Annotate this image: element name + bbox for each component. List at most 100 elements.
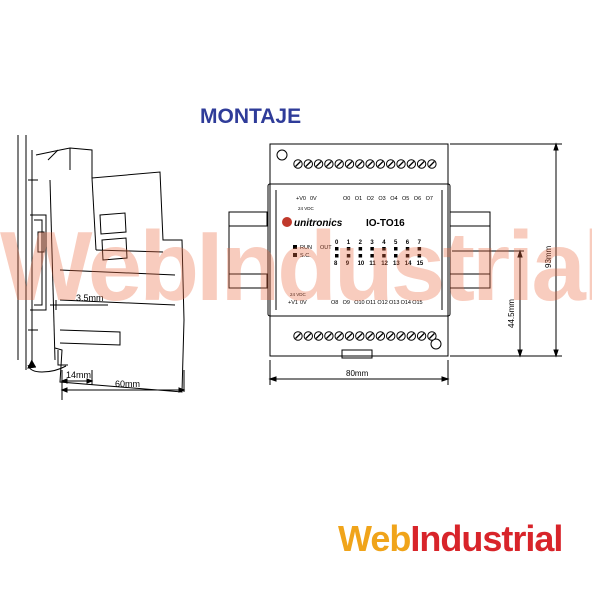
led-top xyxy=(335,247,339,251)
led-top-number: 0 xyxy=(335,240,339,246)
top-terminal-screw-slot xyxy=(428,161,435,167)
led-top-number: 6 xyxy=(406,240,410,246)
power-bottom-sub: 24 VDC xyxy=(290,292,307,297)
bottom-terminal-screw-slot xyxy=(367,333,374,339)
out-bottom-label: O15 xyxy=(412,300,422,306)
watermark-part2: Industrial xyxy=(196,211,592,321)
led-top xyxy=(405,247,410,251)
top-terminal-screw-slot xyxy=(336,161,343,167)
led-bottom xyxy=(382,254,386,258)
out-bottom-label: O11 xyxy=(366,300,376,306)
out-top-label: O7 xyxy=(426,196,433,202)
led-bottom-number: 13 xyxy=(393,261,400,267)
power-top-1: 0V xyxy=(310,196,317,202)
led-bottom-number: 10 xyxy=(358,261,365,267)
watermark: WebIndustrial xyxy=(0,210,592,323)
brand-logo: WebIndustrial xyxy=(338,518,563,560)
led-top-number: 5 xyxy=(394,240,398,246)
led-top xyxy=(346,247,351,251)
bottom-terminal-screw-slot xyxy=(325,333,332,339)
out-top-label: O4 xyxy=(390,196,397,202)
out-top-label: O5 xyxy=(402,196,409,202)
power-top-sub: 24 VDC xyxy=(298,206,315,211)
led-bottom xyxy=(370,254,374,258)
model-label: IO-TO16 xyxy=(366,218,405,229)
bottom-terminal-screw-slot xyxy=(346,333,353,339)
led-top xyxy=(358,247,363,251)
top-terminal-screw-slot xyxy=(305,161,312,167)
out-bottom-label: O14 xyxy=(401,300,411,306)
top-terminal-screw-slot xyxy=(315,161,322,167)
led-bottom xyxy=(335,254,339,258)
led-bottom-number: 15 xyxy=(417,261,424,267)
out-top-label: O3 xyxy=(378,196,385,202)
led-top-number: 7 xyxy=(418,240,422,246)
led-bottom-number: 11 xyxy=(369,261,376,267)
watermark-part1: Web xyxy=(0,211,199,321)
led-bottom xyxy=(417,254,422,258)
logo-part1: Web xyxy=(338,518,411,559)
bottom-terminal-screw-slot xyxy=(336,333,343,339)
led-bottom-number: 9 xyxy=(346,261,350,267)
dim-14mm-label: 14mm xyxy=(66,370,91,380)
dim-80mm-label: 80mm xyxy=(346,369,369,378)
top-terminal-screw-slot xyxy=(418,161,425,167)
led-top-number: 4 xyxy=(382,240,386,246)
dim-93mm-label: 93mm xyxy=(544,245,553,268)
side-view xyxy=(17,135,186,400)
top-terminal-screw-slot xyxy=(346,161,353,167)
led-bottom xyxy=(405,254,410,258)
led-bottom xyxy=(394,254,398,258)
logo-part2: Industrial xyxy=(410,518,563,559)
led-bottom-number: 12 xyxy=(381,261,388,267)
led-top xyxy=(417,247,422,251)
power-bottom-0: +V1 xyxy=(288,300,298,306)
out-bottom-label: O10 xyxy=(354,300,364,306)
terminal-block-top xyxy=(293,159,437,169)
top-terminal-screw-slot xyxy=(398,161,404,167)
bottom-terminal-screw-slot xyxy=(315,333,322,339)
led-top-number: 2 xyxy=(359,240,363,246)
bottom-terminal-screw-slot xyxy=(356,333,363,339)
top-terminal-screw-slot xyxy=(377,161,384,167)
out-top-label: O0 xyxy=(343,196,350,202)
power-top-0: +V0 xyxy=(296,196,306,202)
page-title: MONTAJE xyxy=(200,105,302,128)
bottom-terminal-screw-slot xyxy=(387,333,394,339)
led-bottom-number: 8 xyxy=(334,261,338,267)
power-bottom-1: 0V xyxy=(300,300,307,306)
out-label: OUT xyxy=(320,245,332,251)
top-terminal-screw-slot xyxy=(387,161,394,167)
led-bottom xyxy=(346,254,351,258)
sc-label: S.C. xyxy=(300,253,311,259)
bottom-terminal-screw-slot xyxy=(295,333,301,339)
unitronics-logo: unitronics xyxy=(282,217,343,229)
out-top-label: O2 xyxy=(367,196,374,202)
top-terminal-screw-slot xyxy=(325,161,332,167)
bottom-terminal-screw-slot xyxy=(398,333,404,339)
out-bottom-label: O8 xyxy=(331,300,338,306)
bottom-terminal-screw-slot xyxy=(418,333,425,339)
top-terminal-screw-slot xyxy=(356,161,363,167)
top-terminal-screw-slot xyxy=(295,161,301,167)
led-top-number: 1 xyxy=(347,240,351,246)
dim-44-5mm-label: 44.5mm xyxy=(507,299,516,328)
dim-3-5mm-label: 3.5mm xyxy=(76,293,104,303)
terminal-block-bottom xyxy=(293,331,437,341)
led-top xyxy=(394,247,398,251)
run-label: RUN xyxy=(300,245,312,251)
top-terminal-screw-slot xyxy=(408,161,415,167)
bottom-terminal-screw-slot xyxy=(428,333,435,339)
led-bottom xyxy=(358,254,363,258)
brand-label: unitronics xyxy=(294,218,343,229)
led-top xyxy=(382,247,386,251)
out-top-label: O6 xyxy=(414,196,421,202)
dim-60mm-label: 60mm xyxy=(115,379,140,389)
out-bottom-label: O9 xyxy=(343,300,350,306)
out-bottom-label: O13 xyxy=(389,300,399,306)
top-terminal-screw-slot xyxy=(367,161,374,167)
